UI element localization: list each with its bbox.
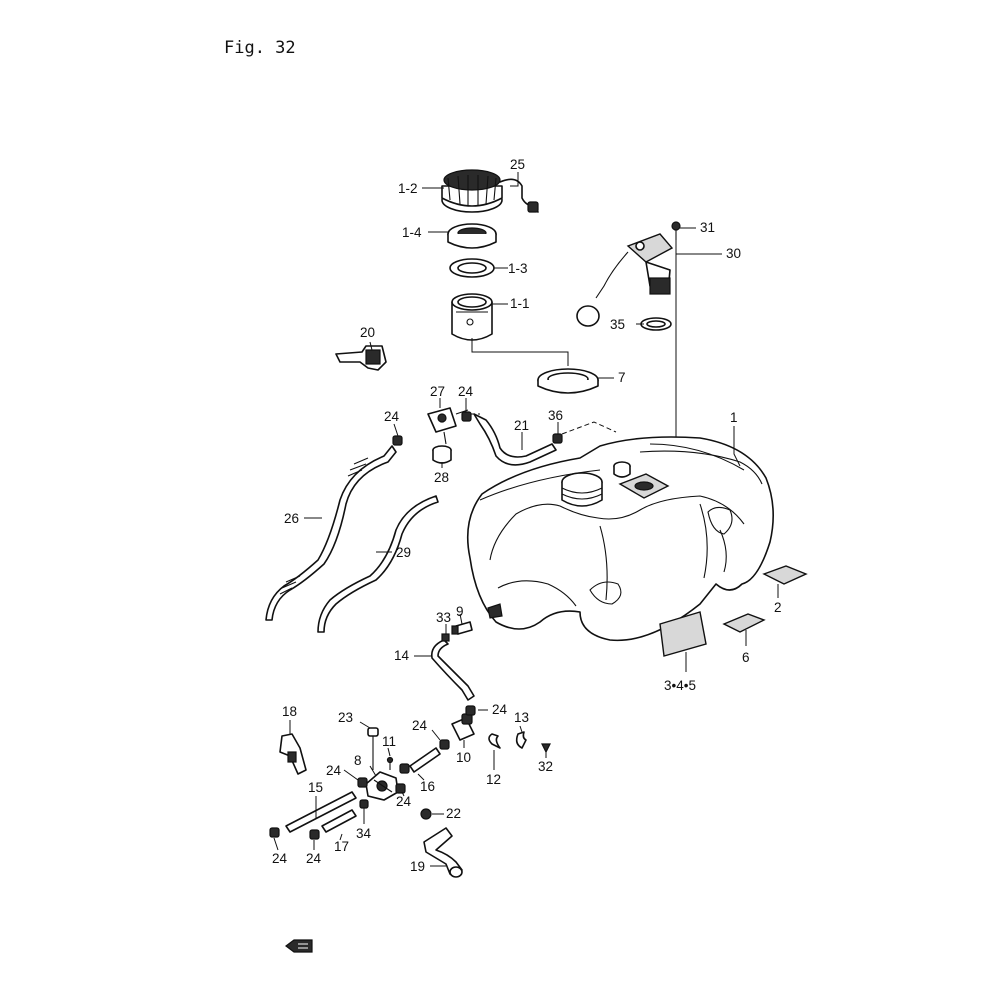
callout-19: 19 bbox=[410, 859, 425, 874]
callout-6: 6 bbox=[742, 650, 750, 665]
clip-34 bbox=[359, 799, 369, 809]
hose-21 bbox=[473, 413, 557, 466]
clip-24-f bbox=[357, 777, 368, 788]
gasket-35 bbox=[640, 317, 672, 331]
bolt-9 bbox=[451, 621, 473, 635]
screw-32 bbox=[541, 743, 551, 754]
clip-24-b bbox=[392, 435, 403, 446]
callout-24-b: 24 bbox=[384, 409, 400, 424]
filler-neck bbox=[451, 293, 493, 341]
callout-36: 36 bbox=[548, 408, 563, 423]
grommet-7 bbox=[537, 368, 599, 394]
callout-28: 28 bbox=[434, 470, 449, 485]
callout-7: 7 bbox=[618, 370, 626, 385]
callout-9: 9 bbox=[456, 604, 464, 619]
lever-19 bbox=[423, 827, 463, 878]
clip-24-e bbox=[399, 763, 410, 774]
callout-24-h: 24 bbox=[306, 851, 322, 866]
leader-lines bbox=[273, 172, 779, 867]
screw-31 bbox=[671, 221, 681, 240]
clip-24-i bbox=[309, 829, 320, 840]
callout-14: 14 bbox=[394, 648, 410, 663]
callout-23: 23 bbox=[338, 710, 353, 725]
callout-30: 30 bbox=[726, 246, 741, 261]
callout-12: 12 bbox=[486, 772, 501, 787]
callout-27: 27 bbox=[430, 384, 445, 399]
fuel-filter-10 bbox=[451, 713, 475, 741]
callout-24-d: 24 bbox=[412, 718, 428, 733]
callout-32: 32 bbox=[538, 759, 553, 774]
bracket-20 bbox=[335, 345, 387, 371]
hose-15 bbox=[285, 791, 357, 833]
fuel-cap-ring bbox=[449, 258, 495, 278]
callout-24-c: 24 bbox=[492, 702, 508, 717]
callout-33: 33 bbox=[436, 610, 451, 625]
hose-14 bbox=[430, 639, 475, 701]
fuel-level-sender bbox=[576, 233, 674, 327]
pad-6 bbox=[722, 613, 766, 633]
fuel-cock-8 bbox=[365, 771, 399, 801]
clip-33 bbox=[441, 633, 450, 642]
callout-17: 17 bbox=[334, 839, 349, 854]
clip-13 bbox=[515, 731, 527, 749]
fuel-tank bbox=[466, 436, 774, 642]
clamp-28 bbox=[432, 445, 452, 464]
callout-3-4-5: 3•4•5 bbox=[664, 678, 696, 693]
clip-24-a bbox=[461, 411, 472, 422]
figure-title: Fig. 32 bbox=[224, 38, 296, 58]
callout-15: 15 bbox=[308, 780, 323, 795]
callout-26: 26 bbox=[284, 511, 299, 526]
pin-11 bbox=[386, 756, 394, 770]
callout-13: 13 bbox=[514, 710, 529, 725]
hose-26 bbox=[265, 445, 397, 621]
screw-23 bbox=[367, 727, 379, 770]
clip-24-h bbox=[269, 827, 280, 838]
callout-11: 11 bbox=[382, 734, 396, 749]
valve-27 bbox=[427, 407, 469, 445]
callout-1-2: 1-2 bbox=[398, 181, 418, 196]
clip-24-d bbox=[439, 739, 450, 750]
callout-10: 10 bbox=[456, 750, 471, 765]
clip-24-g bbox=[395, 783, 406, 794]
callout-8: 8 bbox=[354, 753, 362, 768]
front-arrow-icon bbox=[285, 939, 313, 953]
callout-labels: 1 1-2 25 1-4 1-3 1-1 7 31 30 35 2 3•4•5 … bbox=[272, 157, 782, 874]
callout-18: 18 bbox=[282, 704, 297, 719]
bracket-18 bbox=[279, 733, 307, 775]
callout-34: 34 bbox=[356, 826, 372, 841]
callout-24-a: 24 bbox=[458, 384, 474, 399]
callout-25: 25 bbox=[510, 157, 525, 172]
hose-17 bbox=[321, 809, 357, 833]
callout-2: 2 bbox=[774, 600, 782, 615]
callout-24-f: 24 bbox=[396, 794, 412, 809]
pad-3-4-5 bbox=[659, 611, 707, 657]
callout-1-3: 1-3 bbox=[508, 261, 528, 276]
callout-21: 21 bbox=[514, 418, 529, 433]
clip-12 bbox=[488, 733, 501, 749]
hose-29 bbox=[317, 495, 439, 633]
screw-22 bbox=[420, 808, 432, 820]
callout-22: 22 bbox=[446, 806, 461, 821]
pad-2 bbox=[762, 565, 808, 585]
fuel-cap-gasket bbox=[447, 223, 497, 249]
callout-1-1: 1-1 bbox=[510, 296, 530, 311]
clip-24-c bbox=[465, 705, 476, 716]
fuel-cap bbox=[441, 169, 539, 213]
callout-35: 35 bbox=[610, 317, 625, 332]
clip-36 bbox=[552, 433, 563, 444]
hose-16 bbox=[409, 747, 441, 773]
callout-24-e: 24 bbox=[326, 763, 342, 778]
callout-24-g: 24 bbox=[272, 851, 288, 866]
callout-31: 31 bbox=[700, 220, 715, 235]
callout-1: 1 bbox=[730, 410, 738, 425]
callout-1-4: 1-4 bbox=[402, 225, 422, 240]
callout-16: 16 bbox=[420, 779, 435, 794]
callout-29: 29 bbox=[396, 545, 411, 560]
callout-20: 20 bbox=[360, 325, 375, 340]
